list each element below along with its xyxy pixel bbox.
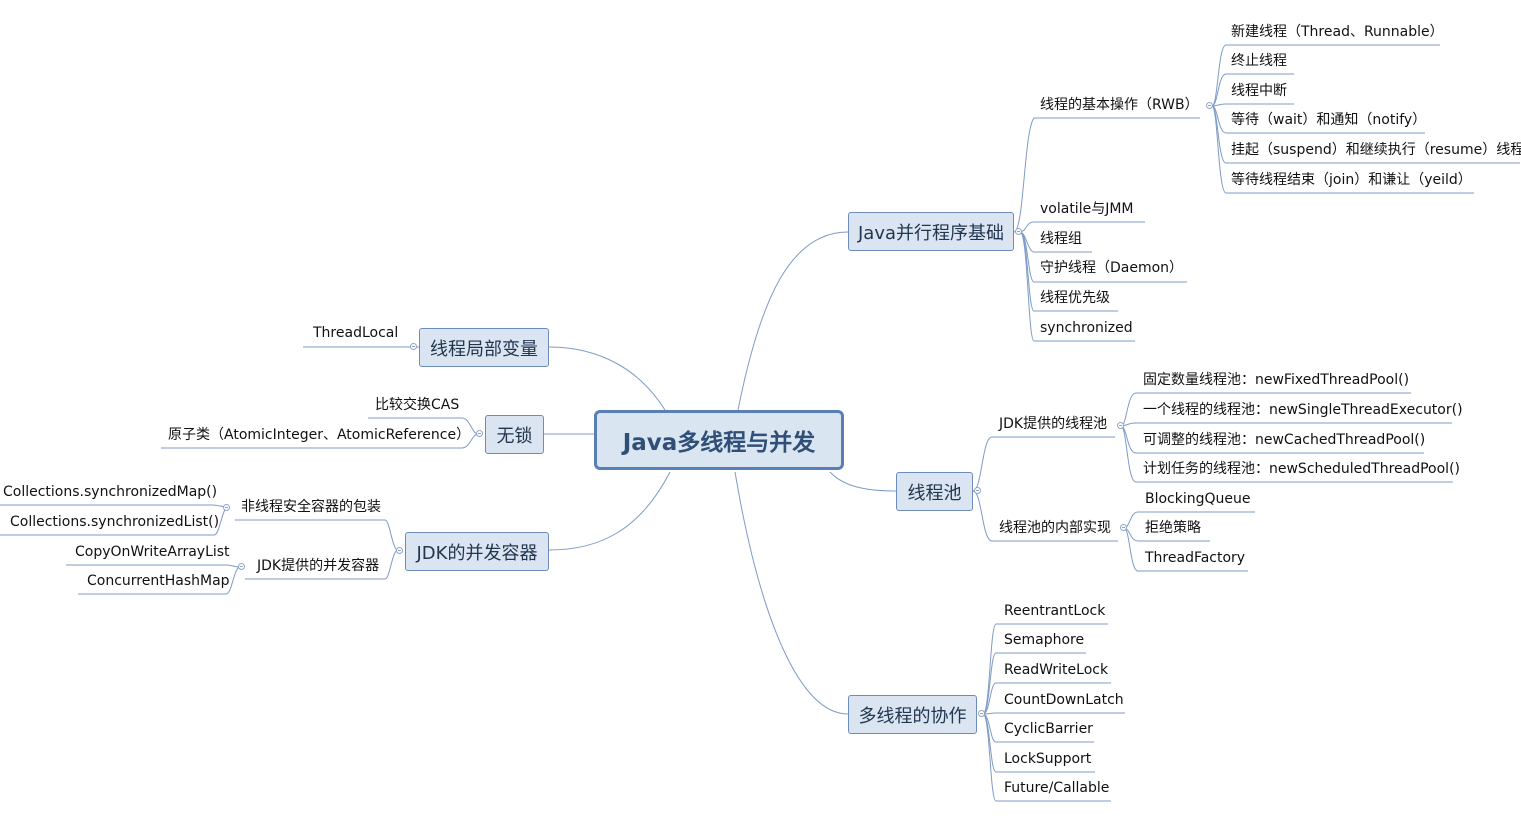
leaf-item[interactable]: 计划任务的线程池：newScheduledThreadPool() bbox=[1143, 461, 1460, 477]
leaf-item[interactable]: CopyOnWriteArrayList bbox=[75, 544, 230, 560]
leaf-item[interactable]: 拒绝策略 bbox=[1145, 520, 1201, 536]
collapse-toggle-icon[interactable] bbox=[410, 343, 417, 350]
collapse-toggle-icon[interactable] bbox=[396, 547, 403, 554]
collapse-toggle-icon[interactable] bbox=[974, 487, 981, 494]
leaf-item[interactable]: 比较交换CAS bbox=[375, 397, 460, 413]
collapse-toggle-icon[interactable] bbox=[1120, 524, 1127, 531]
subtopic-pool-internals[interactable]: 线程池的内部实现 bbox=[999, 520, 1111, 536]
topic-threadlocal[interactable]: 线程局部变量 bbox=[419, 328, 549, 367]
leaf-item[interactable]: 固定数量线程池：newFixedThreadPool() bbox=[1143, 372, 1410, 388]
leaf-item[interactable]: 原子类（AtomicInteger、AtomicReference） bbox=[168, 427, 471, 443]
topic-thread-pool[interactable]: 线程池 bbox=[896, 472, 973, 511]
collapse-toggle-icon[interactable] bbox=[1117, 422, 1124, 429]
collapse-toggle-icon[interactable] bbox=[1206, 102, 1213, 109]
leaf-item[interactable]: ReentrantLock bbox=[1004, 603, 1106, 619]
leaf-item[interactable]: ThreadFactory bbox=[1145, 550, 1246, 566]
leaf-item[interactable]: Collections.synchronizedList() bbox=[10, 514, 220, 530]
leaf-item[interactable]: Semaphore bbox=[1004, 632, 1085, 648]
leaf-item[interactable]: 可调整的线程池：newCachedThreadPool() bbox=[1143, 432, 1426, 448]
leaf-item[interactable]: Collections.synchronizedMap() bbox=[3, 484, 218, 500]
collapse-toggle-icon[interactable] bbox=[476, 430, 483, 437]
subtopic-basic-ops[interactable]: 线程的基本操作（RWB） bbox=[1040, 97, 1199, 113]
leaf-item[interactable]: 等待线程结束（join）和谦让（yeild） bbox=[1231, 172, 1472, 188]
leaf-item[interactable]: synchronized bbox=[1040, 320, 1133, 336]
leaf-item[interactable]: 线程优先级 bbox=[1040, 290, 1110, 306]
collapse-toggle-icon[interactable] bbox=[238, 563, 245, 570]
leaf-item[interactable]: 新建线程（Thread、Runnable） bbox=[1231, 24, 1444, 40]
topic-java-basics[interactable]: Java并行程序基础 bbox=[848, 212, 1014, 251]
topic-lock-free[interactable]: 无锁 bbox=[485, 415, 544, 454]
collapse-toggle-icon[interactable] bbox=[978, 710, 985, 717]
root-topic[interactable]: Java多线程与并发 bbox=[594, 410, 844, 470]
leaf-item[interactable]: 线程组 bbox=[1040, 231, 1082, 247]
leaf-item[interactable]: Future/Callable bbox=[1004, 780, 1110, 796]
collapse-toggle-icon[interactable] bbox=[1015, 228, 1022, 235]
topic-concurrent-containers[interactable]: JDK的并发容器 bbox=[405, 532, 549, 571]
leaf-item[interactable]: ThreadLocal bbox=[313, 325, 399, 341]
leaf-item[interactable]: 一个线程的线程池：newSingleThreadExecutor() bbox=[1143, 402, 1463, 418]
leaf-item[interactable]: CyclicBarrier bbox=[1004, 721, 1093, 737]
leaf-item[interactable]: LockSupport bbox=[1004, 751, 1092, 767]
leaf-item[interactable]: ConcurrentHashMap bbox=[87, 573, 230, 589]
subtopic-sync-wrappers[interactable]: 非线程安全容器的包装 bbox=[241, 499, 381, 515]
leaf-item[interactable]: BlockingQueue bbox=[1145, 491, 1251, 507]
leaf-item[interactable]: 守护线程（Daemon） bbox=[1040, 260, 1184, 276]
leaf-item[interactable]: volatile与JMM bbox=[1040, 201, 1134, 217]
leaf-item[interactable]: CountDownLatch bbox=[1004, 692, 1124, 708]
subtopic-jdk-containers[interactable]: JDK提供的并发容器 bbox=[257, 558, 380, 574]
leaf-item[interactable]: 等待（wait）和通知（notify） bbox=[1231, 112, 1427, 128]
subtopic-jdk-pools[interactable]: JDK提供的线程池 bbox=[999, 416, 1108, 432]
leaf-item[interactable]: 线程中断 bbox=[1231, 83, 1287, 99]
leaf-item[interactable]: 挂起（suspend）和继续执行（resume）线程 bbox=[1231, 142, 1521, 158]
leaf-item[interactable]: ReadWriteLock bbox=[1004, 662, 1109, 678]
topic-thread-collab[interactable]: 多线程的协作 bbox=[848, 695, 977, 734]
leaf-item[interactable]: 终止线程 bbox=[1231, 53, 1287, 69]
collapse-toggle-icon[interactable] bbox=[223, 504, 230, 511]
